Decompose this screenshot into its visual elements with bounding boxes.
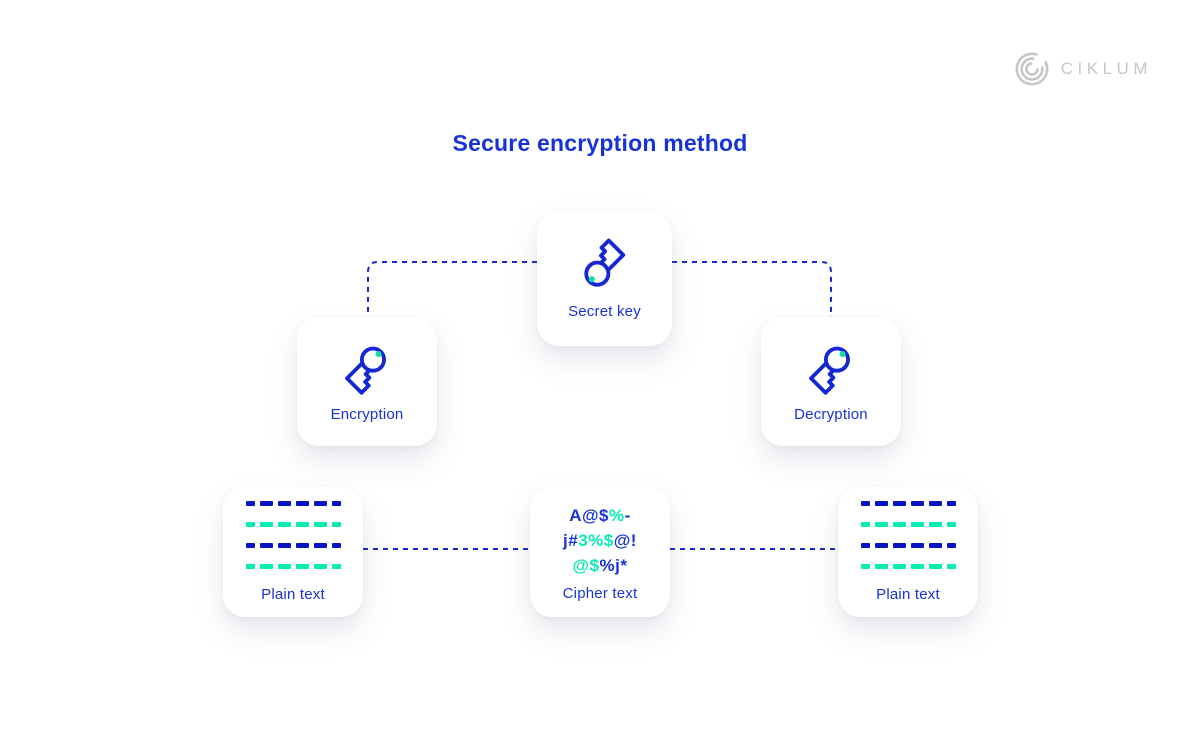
card-label: Decryption [794,406,868,423]
card-label: Plain text [261,586,325,603]
card-secret-key: Secret key [537,211,672,346]
dashed-lines-icon [860,501,956,569]
ciklum-logo-text: CIKLUM [1060,59,1152,78]
ciklum-logo-icon [1015,52,1049,86]
card-label: Secret key [568,303,641,320]
key-icon [583,238,625,287]
card-plain-text-right: Plain text [838,487,978,617]
card-decryption: Decryption [761,317,901,446]
dashed-lines-icon [245,501,341,569]
cipher-scramble: A@$%-j#3%$@!@$%j* [563,505,637,575]
ciklum-logo: CIKLUM [1013,50,1152,88]
page-title: Secure encryption method [452,130,748,156]
key-icon [345,346,386,395]
card-label: Cipher text [562,584,638,602]
card-label: Plain text [876,586,940,603]
card-cipher-text: A@$%-j#3%$@!@$%j* Cipher text [530,487,670,617]
wire-secret-to-decryption [672,261,832,317]
wire-secret-to-encryption [367,261,537,317]
key-icon [809,346,850,395]
card-label: Encryption [330,406,404,423]
card-encryption: Encryption [297,317,437,446]
card-plain-text-left: Plain text [223,487,363,617]
